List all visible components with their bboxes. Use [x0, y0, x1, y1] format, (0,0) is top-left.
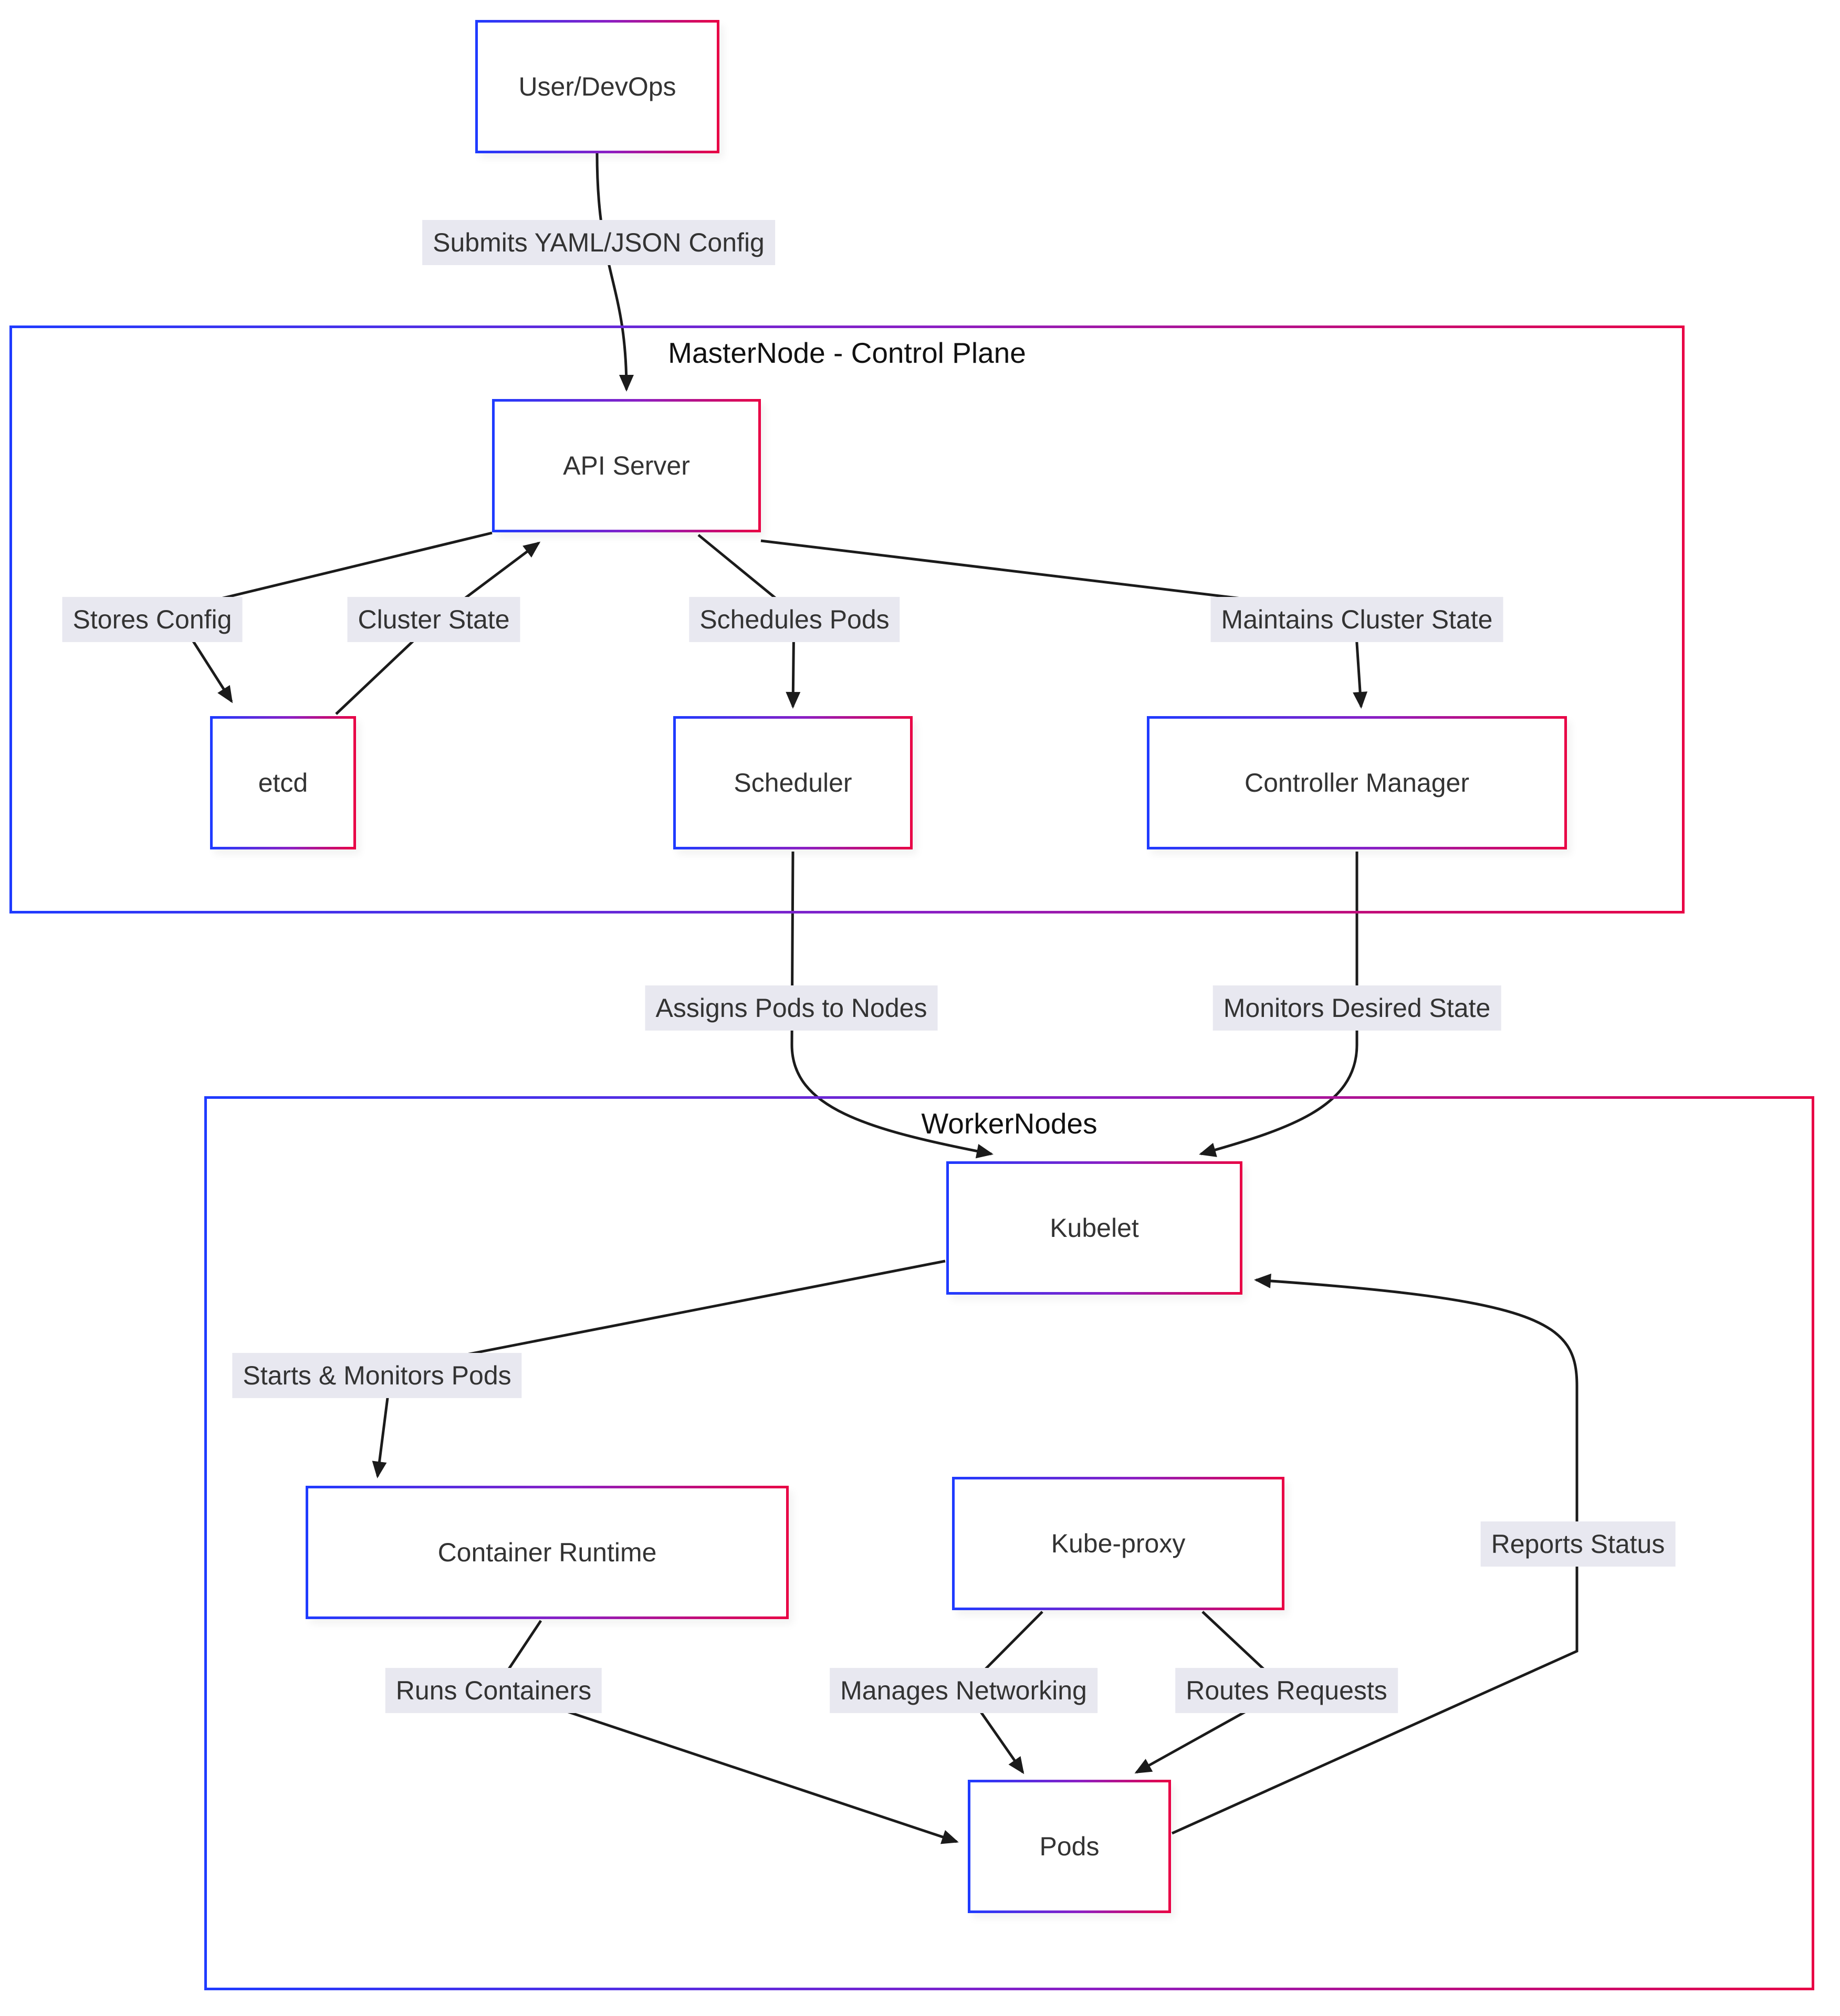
node-kube-proxy: Kube-proxy [952, 1477, 1284, 1610]
node-scheduler: Scheduler [673, 716, 913, 849]
container-masternode-title: MasterNode - Control Plane [668, 337, 1026, 369]
edge-label-assigns-pods: Assigns Pods to Nodes [645, 985, 938, 1031]
edge-label-submits-config: Submits YAML/JSON Config [422, 220, 775, 265]
edge-label-manages-networking: Manages Networking [830, 1668, 1097, 1713]
edge-label-monitors-desired-state: Monitors Desired State [1212, 985, 1501, 1031]
edge-label-starts-monitors-pods: Starts & Monitors Pods [232, 1353, 522, 1398]
edge-label-stores-config: Stores Config [62, 597, 243, 642]
edge-label-cluster-state: Cluster State [347, 597, 520, 642]
edge-label-runs-containers: Runs Containers [385, 1668, 602, 1713]
node-user-devops: User/DevOps [475, 20, 719, 153]
node-container-runtime: Container Runtime [306, 1486, 789, 1619]
node-pods: Pods [968, 1780, 1171, 1913]
edge-label-routes-requests: Routes Requests [1175, 1668, 1398, 1713]
edge-label-maintains-cluster-state: Maintains Cluster State [1210, 597, 1503, 642]
node-kubelet: Kubelet [946, 1161, 1242, 1295]
node-controller-manager: Controller Manager [1147, 716, 1567, 849]
node-etcd: etcd [210, 716, 356, 849]
container-workernodes-title: WorkerNodes [921, 1107, 1097, 1140]
edge-label-schedules-pods: Schedules Pods [689, 597, 900, 642]
node-api-server: API Server [492, 399, 761, 532]
edge-label-reports-status: Reports Status [1480, 1521, 1676, 1567]
